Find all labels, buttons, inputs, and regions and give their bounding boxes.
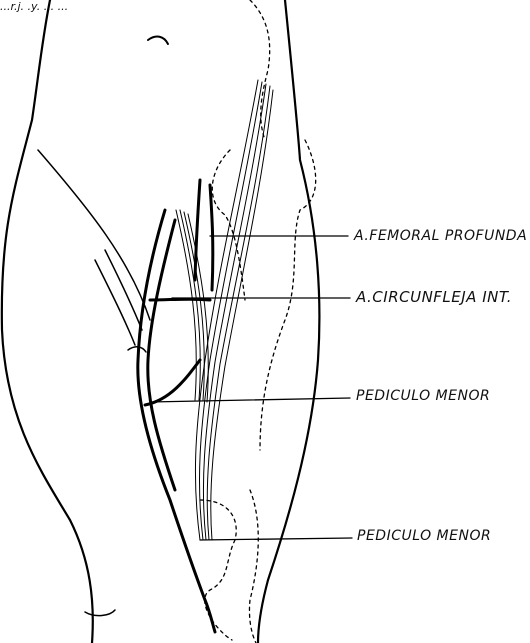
label-circunfleja: A.CIRCUNFLEJA INT. [356,288,512,306]
muscle-fibers [176,80,273,540]
groin-crease [38,150,150,320]
leader-lines [150,236,352,540]
bone-outline-dotted [200,0,316,643]
label-pediculo-menor-lower: PEDICULO MENOR [357,528,491,544]
vessels-dark [138,180,215,632]
label-pediculo-menor-upper: PEDICULO MENOR [356,388,490,404]
knee-crease [85,610,115,616]
label-femoral-profunda: A.FEMORAL PROFUNDA [354,228,527,244]
thigh-outline-left [2,0,93,643]
navel [148,37,168,44]
thigh-outline-right [258,0,319,643]
